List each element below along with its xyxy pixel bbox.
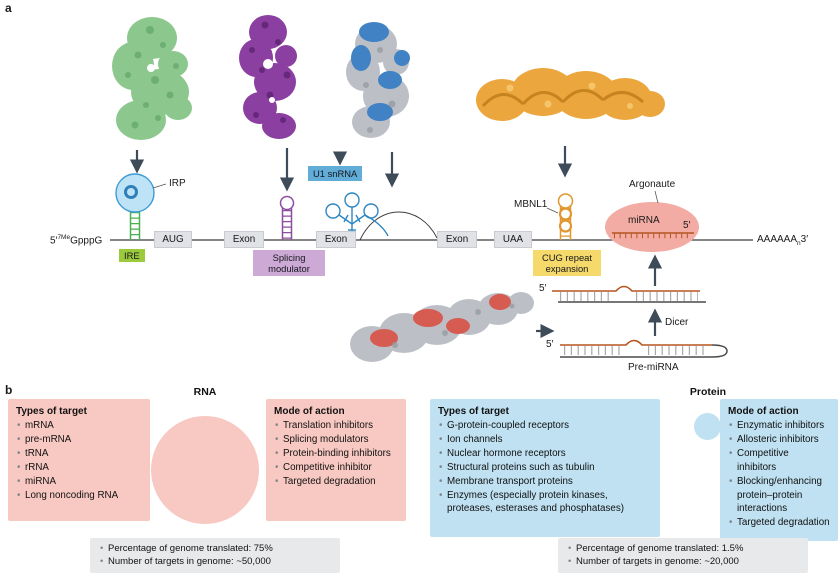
rna-structure-green bbox=[112, 17, 192, 140]
duplex-five-prime-label: 5′ bbox=[539, 283, 547, 294]
cug-hairpin bbox=[546, 193, 574, 240]
splicing-modulator-label: Splicing modulator bbox=[253, 250, 325, 277]
mirna-label: miRNA bbox=[628, 215, 660, 226]
pre-mirna-label: Pre-miRNA bbox=[628, 362, 679, 373]
pre-mirna-five-prime-label: 5′ bbox=[546, 339, 554, 350]
ire-label: IRE bbox=[119, 249, 145, 262]
protein-structure-orange bbox=[476, 68, 665, 121]
argonaute-label: Argonaute bbox=[629, 179, 676, 190]
irp-label: IRP bbox=[169, 178, 186, 189]
uaa-codon-box: UAA bbox=[494, 231, 532, 248]
pre-mirna-hairpin bbox=[560, 339, 728, 358]
splicing-hairpin bbox=[279, 195, 295, 240]
list-item: Competitive inhibitors bbox=[728, 447, 830, 475]
list-item: Structural proteins such as tubulin bbox=[438, 461, 652, 475]
aug-codon-box: AUG bbox=[154, 231, 192, 248]
rna-mode-list: Translation inhibitors Splicing modulato… bbox=[274, 419, 398, 489]
list-item: rRNA bbox=[16, 461, 142, 475]
stat-item: Number of targets in genome: ~50,000 bbox=[99, 555, 331, 569]
irp-protein bbox=[115, 173, 167, 213]
protein-stats-list: Percentage of genome translated: 1.5% Nu… bbox=[567, 542, 799, 569]
rna-size-circle bbox=[151, 416, 259, 524]
rna-protein-complex-blue bbox=[346, 22, 410, 138]
protein-types-title: Types of target bbox=[438, 406, 509, 417]
protein-types-box: Types of target G-protein-coupled recept… bbox=[430, 399, 660, 537]
ire-stem-loop bbox=[129, 210, 141, 240]
rna-types-list: mRNA pre-mRNA tRNA rRNA miRNA Long nonco… bbox=[16, 419, 142, 502]
list-item: pre-mRNA bbox=[16, 433, 142, 447]
polya-a: AAAAAA bbox=[757, 234, 798, 245]
rna-column-header: RNA bbox=[193, 386, 217, 398]
list-item: Targeted degradation bbox=[274, 475, 398, 489]
polya-subscript: n bbox=[797, 240, 801, 247]
mbnl1-label: MBNL1 bbox=[514, 199, 548, 210]
protein-column-header: Protein bbox=[689, 386, 727, 398]
rna-mode-box: Mode of action Translation inhibitors Sp… bbox=[266, 399, 406, 521]
cug-repeat-label: CUG repeat expansion bbox=[533, 250, 601, 277]
cap-superscript: 7Me bbox=[57, 234, 71, 241]
polya-three-prime: 3′ bbox=[800, 234, 809, 245]
intron-loop bbox=[359, 211, 438, 241]
list-item: Long noncoding RNA bbox=[16, 489, 142, 503]
mirna-duplex bbox=[552, 285, 706, 303]
list-item: Translation inhibitors bbox=[274, 419, 398, 433]
panel-a-label: a bbox=[5, 1, 12, 15]
mbnl1-ring bbox=[558, 219, 573, 233]
rna-stats-box: Percentage of genome translated: 75% Num… bbox=[90, 538, 340, 573]
protein-mode-box: Mode of action Enzymatic inhibitors Allo… bbox=[720, 399, 838, 541]
list-item: Enzymes (especially protein kinases, pro… bbox=[438, 489, 652, 517]
protein-mode-list: Enzymatic inhibitors Allosteric inhibito… bbox=[728, 419, 830, 530]
panel-b-label: b bbox=[5, 383, 13, 397]
five-prime-cap-label: 5′7MeGpppG bbox=[50, 234, 102, 246]
list-item: Allosteric inhibitors bbox=[728, 433, 830, 447]
polya-tail-label: AAAAAAn3′ bbox=[757, 234, 808, 247]
list-item: Nuclear hormone receptors bbox=[438, 447, 652, 461]
list-item: miRNA bbox=[16, 475, 142, 489]
list-item: Protein-binding inhibitors bbox=[274, 447, 398, 461]
protein-types-list: G-protein-coupled receptors Ion channels… bbox=[438, 419, 652, 516]
stat-item: Number of targets in genome: ~20,000 bbox=[567, 555, 799, 569]
list-item: Competitive inhibitor bbox=[274, 461, 398, 475]
stat-item: Percentage of genome translated: 1.5% bbox=[567, 542, 799, 556]
dicer-label: Dicer bbox=[665, 317, 689, 328]
exon-box-1: Exon bbox=[224, 231, 264, 248]
cap-prefix: 5′ bbox=[50, 235, 58, 247]
list-item: G-protein-coupled receptors bbox=[438, 419, 652, 433]
protein-mode-title: Mode of action bbox=[728, 406, 799, 417]
list-item: Targeted degradation bbox=[728, 516, 830, 530]
rna-types-title: Types of target bbox=[16, 406, 87, 417]
cap-suffix: GpppG bbox=[70, 235, 103, 247]
list-item: Enzymatic inhibitors bbox=[728, 419, 830, 433]
mbnl1-ring bbox=[558, 207, 573, 221]
rna-helix-red-gray bbox=[350, 292, 534, 362]
protein-size-circle bbox=[694, 413, 721, 440]
list-item: tRNA bbox=[16, 447, 142, 461]
rna-stats-list: Percentage of genome translated: 75% Num… bbox=[99, 542, 331, 569]
list-item: Blocking/enhancing protein–protein inter… bbox=[728, 475, 830, 517]
flow-arrows bbox=[129, 146, 663, 339]
argonaute-complex bbox=[605, 190, 699, 252]
list-item: mRNA bbox=[16, 419, 142, 433]
list-item: Membrane transport proteins bbox=[438, 475, 652, 489]
list-item: Ion channels bbox=[438, 433, 652, 447]
rna-mode-title: Mode of action bbox=[274, 406, 345, 417]
exon-box-2: Exon bbox=[316, 231, 356, 248]
protein-stats-box: Percentage of genome translated: 1.5% Nu… bbox=[558, 538, 808, 573]
stat-item: Percentage of genome translated: 75% bbox=[99, 542, 331, 556]
u1-snrna-label: U1 snRNA bbox=[308, 166, 363, 181]
mirna-five-prime-label: 5′ bbox=[683, 220, 691, 231]
list-item: Splicing modulators bbox=[274, 433, 398, 447]
exon-box-3: Exon bbox=[437, 231, 477, 248]
u1-snrna-structure bbox=[325, 192, 389, 240]
rna-structure-purple bbox=[239, 15, 297, 139]
rna-types-box: Types of target mRNA pre-mRNA tRNA rRNA … bbox=[8, 399, 150, 521]
